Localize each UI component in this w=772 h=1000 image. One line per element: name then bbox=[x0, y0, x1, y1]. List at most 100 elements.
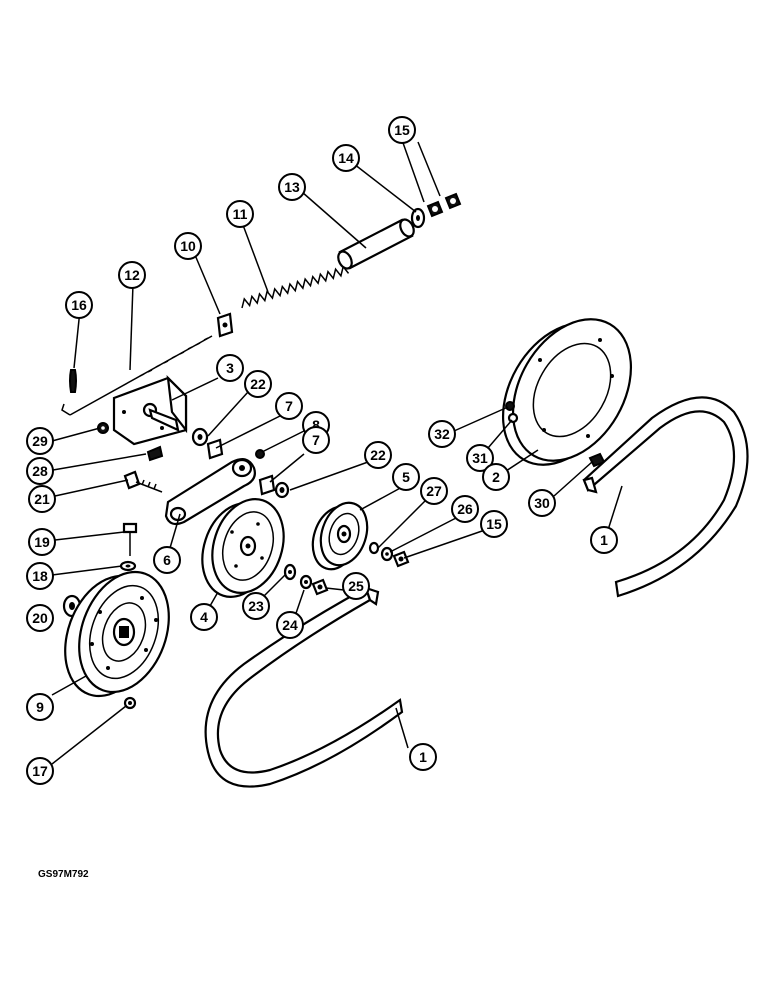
callout-7-upper: 7 bbox=[275, 392, 303, 420]
part-bolt-21 bbox=[123, 470, 163, 493]
callout-11: 11 bbox=[226, 200, 254, 228]
svg-text:6: 6 bbox=[163, 552, 171, 568]
svg-text:32: 32 bbox=[434, 426, 450, 442]
svg-text:15: 15 bbox=[486, 516, 502, 532]
part-belt-lower bbox=[204, 586, 404, 788]
callout-17: 17 bbox=[26, 757, 54, 785]
callout-18: 18 bbox=[26, 562, 54, 590]
svg-text:2: 2 bbox=[492, 469, 500, 485]
part-belt-upper bbox=[582, 396, 749, 598]
svg-text:1: 1 bbox=[600, 532, 608, 548]
svg-text:29: 29 bbox=[32, 433, 48, 449]
svg-text:18: 18 bbox=[32, 568, 48, 584]
svg-text:1: 1 bbox=[419, 749, 427, 765]
part-nuts-15 bbox=[426, 192, 462, 218]
callout-22-lower: 22 bbox=[364, 441, 392, 469]
part-bushing-7b bbox=[258, 474, 276, 496]
callout-10: 10 bbox=[174, 232, 202, 260]
svg-text:21: 21 bbox=[34, 491, 50, 507]
svg-text:26: 26 bbox=[457, 501, 473, 517]
callout-1-upper: 1 bbox=[590, 526, 618, 554]
svg-text:30: 30 bbox=[534, 495, 550, 511]
svg-text:31: 31 bbox=[472, 450, 488, 466]
callout-9: 9 bbox=[26, 693, 54, 721]
svg-text:4: 4 bbox=[200, 609, 208, 625]
part-nut-15 bbox=[392, 550, 410, 568]
part-nut-32 bbox=[505, 401, 515, 411]
callout-15-top: 15 bbox=[388, 116, 416, 144]
part-washer-24 bbox=[299, 574, 313, 590]
part-cotter-pin bbox=[69, 369, 77, 393]
part-bolt-19 bbox=[122, 522, 138, 556]
callout-4: 4 bbox=[190, 603, 218, 631]
part-flange-plate bbox=[501, 318, 633, 466]
svg-text:11: 11 bbox=[233, 206, 248, 222]
part-mounting-bracket bbox=[112, 374, 188, 446]
part-coil-spring bbox=[241, 265, 350, 309]
svg-text:7: 7 bbox=[312, 432, 320, 448]
svg-text:3: 3 bbox=[226, 360, 234, 376]
callout-20: 20 bbox=[26, 604, 54, 632]
part-washer-14 bbox=[410, 207, 426, 229]
svg-text:8: 8 bbox=[312, 417, 320, 433]
svg-text:12: 12 bbox=[124, 267, 140, 283]
part-washer-26 bbox=[380, 546, 394, 562]
callout-31: 31 bbox=[466, 444, 494, 472]
part-idler-pulley-large bbox=[201, 498, 285, 598]
part-idler-pulley-small bbox=[311, 501, 369, 571]
part-bolt-28 bbox=[146, 445, 164, 462]
svg-text:23: 23 bbox=[248, 598, 264, 614]
svg-text:14: 14 bbox=[338, 150, 354, 166]
svg-text:24: 24 bbox=[282, 617, 298, 633]
svg-text:5: 5 bbox=[402, 469, 410, 485]
callout-23: 23 bbox=[242, 592, 270, 620]
svg-text:25: 25 bbox=[348, 578, 364, 594]
callout-2: 2 bbox=[482, 463, 510, 491]
part-washer-31 bbox=[507, 412, 519, 424]
part-washer-27 bbox=[368, 541, 380, 555]
svg-text:15: 15 bbox=[394, 122, 410, 138]
svg-text:22: 22 bbox=[370, 447, 386, 463]
callout-6: 6 bbox=[153, 546, 181, 574]
svg-text:16: 16 bbox=[71, 297, 87, 313]
callout-21: 21 bbox=[28, 485, 56, 513]
callout-29: 29 bbox=[26, 427, 54, 455]
callout-32: 32 bbox=[428, 420, 456, 448]
callout-19: 19 bbox=[28, 528, 56, 556]
callout-22-upper: 22 bbox=[244, 370, 272, 398]
part-nut-17 bbox=[123, 696, 137, 710]
svg-text:13: 13 bbox=[284, 179, 300, 195]
callout-1-lower: 1 bbox=[409, 743, 437, 771]
callout-12: 12 bbox=[118, 261, 146, 289]
part-idler-arm bbox=[164, 457, 256, 526]
part-nut-25 bbox=[311, 578, 329, 596]
part-bushing-7a bbox=[206, 438, 224, 460]
callout-3: 3 bbox=[216, 354, 244, 382]
callout-30: 30 bbox=[528, 489, 556, 517]
part-drive-pulley bbox=[64, 570, 170, 698]
svg-text:9: 9 bbox=[36, 699, 44, 715]
part-washer-23 bbox=[283, 563, 297, 581]
part-threaded-rod bbox=[61, 335, 213, 416]
callout-13: 13 bbox=[278, 173, 306, 201]
svg-text:17: 17 bbox=[32, 763, 48, 779]
svg-text:28: 28 bbox=[32, 463, 48, 479]
callout-16: 16 bbox=[65, 291, 93, 319]
part-washer-22b bbox=[274, 481, 290, 499]
part-washer-18 bbox=[119, 560, 137, 572]
svg-text:20: 20 bbox=[32, 610, 48, 626]
callout-5: 5 bbox=[392, 463, 420, 491]
callout-25: 25 bbox=[342, 572, 370, 600]
svg-text:22: 22 bbox=[250, 376, 266, 392]
callout-14: 14 bbox=[332, 144, 360, 172]
part-small-plate bbox=[216, 312, 234, 338]
callout-28: 28 bbox=[26, 457, 54, 485]
svg-text:19: 19 bbox=[34, 534, 50, 550]
callout-27: 27 bbox=[420, 477, 448, 505]
svg-text:10: 10 bbox=[180, 238, 196, 254]
callout-7-lower: 7 bbox=[302, 426, 330, 454]
part-spring-tube bbox=[337, 218, 415, 270]
callout-26: 26 bbox=[451, 495, 479, 523]
part-washer-22a bbox=[191, 427, 209, 447]
